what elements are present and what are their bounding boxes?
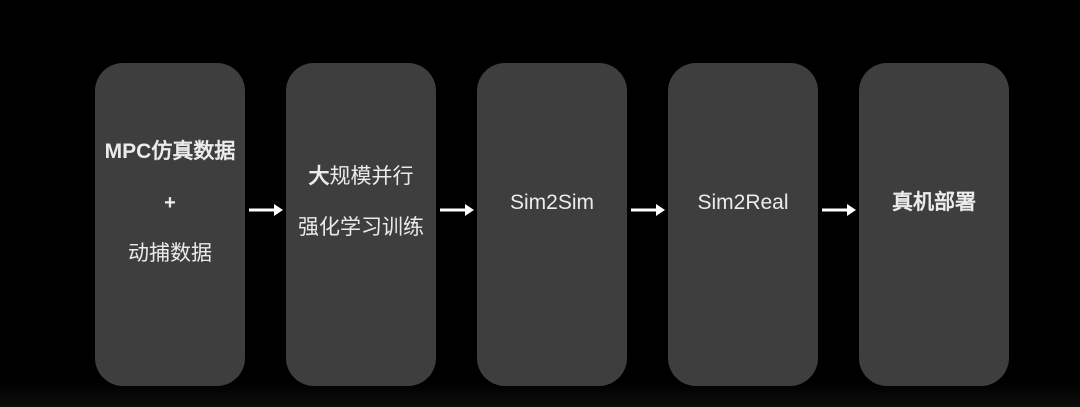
arrow-right-icon bbox=[248, 204, 283, 216]
flow-box-content: MPC仿真数据 + 动捕数据 bbox=[95, 41, 245, 364]
flow-box-rl-training: 大规模并行 强化学习训练 bbox=[286, 63, 436, 386]
box-text-line: MPC仿真数据 bbox=[104, 139, 236, 163]
flow-box-content: Sim2Sim bbox=[477, 41, 627, 364]
box-text-line: 强化学习训练 bbox=[298, 216, 424, 239]
flow-box-data-sources: MPC仿真数据 + 动捕数据 bbox=[95, 63, 245, 386]
flow-box-real-deployment: 真机部署 bbox=[859, 63, 1009, 386]
flow-connector bbox=[245, 63, 286, 386]
arrow-right-icon bbox=[821, 204, 856, 216]
box-text-segment: 规模并行 bbox=[329, 165, 414, 188]
box-text-segment: 大 bbox=[308, 165, 330, 188]
flow-box-sim2sim: Sim2Sim bbox=[477, 63, 627, 386]
flow-connector bbox=[436, 63, 477, 386]
box-text-line: Sim2Sim bbox=[509, 190, 594, 214]
flow-box-sim2real: Sim2Real bbox=[668, 63, 818, 386]
flow-box-content: Sim2Real bbox=[668, 41, 818, 364]
arrow-right-icon bbox=[439, 204, 474, 216]
box-text-line: 真机部署 bbox=[892, 190, 976, 214]
flow-connector bbox=[627, 63, 668, 386]
plus-text: + bbox=[164, 191, 176, 214]
box-text-line: 大规模并行 bbox=[309, 162, 414, 192]
box-text-line: 动捕数据 bbox=[128, 241, 212, 265]
flow-box-content: 大规模并行 强化学习训练 bbox=[286, 41, 436, 364]
flow-connector bbox=[818, 63, 859, 386]
flow-box-content: 真机部署 bbox=[859, 41, 1009, 364]
arrow-right-icon bbox=[630, 204, 665, 216]
box-text-line: Sim2Real bbox=[697, 190, 789, 214]
flow-row: MPC仿真数据 + 动捕数据 大规模并行 强化学习训练 bbox=[95, 63, 1009, 386]
